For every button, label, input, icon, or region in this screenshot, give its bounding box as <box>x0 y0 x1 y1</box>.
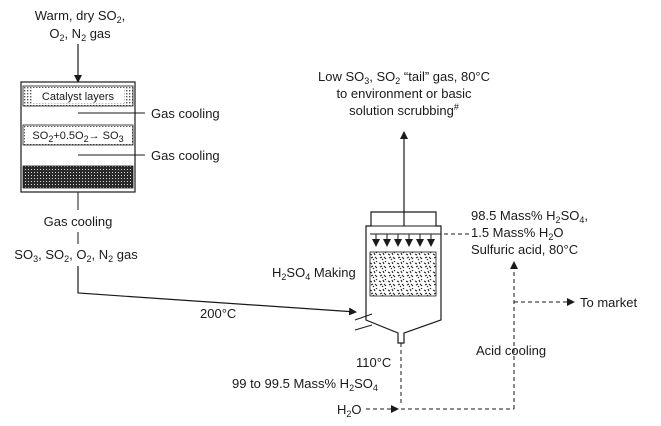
feed-gas-line-2: O2, N2 gas <box>49 26 111 43</box>
acid-feed-line-2: 1.5 Mass% H2O <box>471 225 563 242</box>
to-market-label: To market <box>580 295 637 310</box>
acid-feed-line-1: 98.5 Mass% H2SO4, <box>471 208 588 225</box>
reaction-equation: SO2+0.5O2→ SO3 <box>32 130 123 144</box>
gas-cooling-2-label: Gas cooling <box>151 148 220 163</box>
absorber-gas-nozzle-top <box>354 313 373 321</box>
product-temp: 110°C <box>356 355 391 370</box>
gas-cooling-1-label: Gas cooling <box>151 106 220 121</box>
absorber-packing <box>369 251 437 297</box>
acid-cooling-label: Acid cooling <box>476 343 546 358</box>
gas-to-absorber-line <box>77 266 357 316</box>
catalyst-layer-3 <box>22 165 134 189</box>
tail-gas-line-1: Low SO3, SO2 “tail” gas, 80°C <box>318 69 490 86</box>
converter-outlet-gas-label: SO3, SO2, O2, N2 gas <box>14 247 138 264</box>
absorber-label: H2SO4 Making <box>272 265 356 282</box>
catalyst-layers-label: Catalyst layers <box>42 91 115 103</box>
distributor-arrows <box>372 234 435 247</box>
absorber-inlet-temp: 200°C <box>200 306 236 321</box>
feed-gas-line-1: Warm, dry SO2, <box>35 8 126 25</box>
acid-feed-line-3: Sulfuric acid, 80°C <box>471 242 578 257</box>
reaction-label-bg <box>25 127 131 143</box>
tail-gas-line-3: solution scrubbing# <box>349 102 459 118</box>
absorber-gas-nozzle-bottom <box>354 324 373 331</box>
water-label: H2O <box>337 402 362 419</box>
tail-gas-line-2: to environment or basic <box>336 86 472 101</box>
gas-cooling-3-label: Gas cooling <box>44 214 113 229</box>
catalyst-label-bg <box>32 88 124 103</box>
product-concentration: 99 to 99.5 Mass% H2SO4 <box>232 376 378 393</box>
